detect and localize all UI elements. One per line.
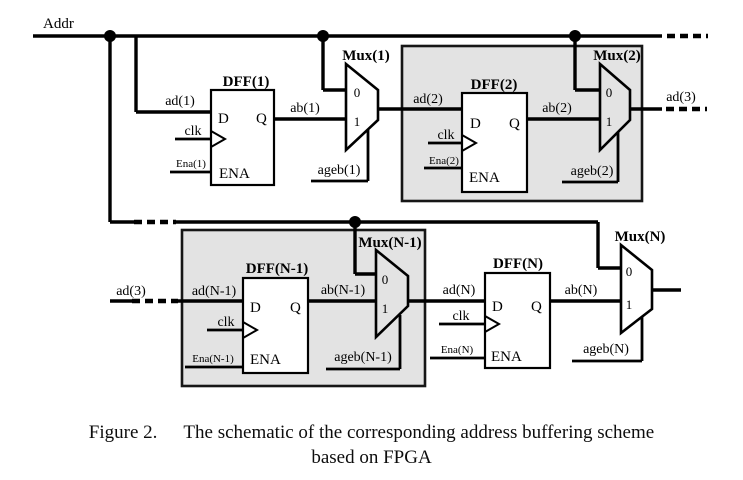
muxN1-input1-label: 1 (382, 301, 389, 316)
muxN-label: Mux(N) (615, 229, 666, 245)
dffN1-box (241, 276, 310, 375)
clkN-label: clk (452, 309, 469, 324)
ad2-label: ad(2) (413, 92, 443, 107)
dffN-q-port: Q (531, 299, 542, 315)
dffN-d-port: D (492, 299, 503, 315)
agebN1-label: ageb(N-1) (334, 350, 392, 365)
clk1-label: clk (184, 124, 201, 139)
dff2-d-port: D (470, 116, 481, 132)
mux1-label: Mux(1) (342, 48, 390, 64)
abN1-label: ab(N-1) (321, 283, 366, 298)
abN-label: ab(N) (565, 283, 598, 298)
muxN-input1-label: 1 (626, 297, 633, 312)
junction-dot-addr (104, 30, 116, 42)
dffN-ena-port: ENA (491, 349, 522, 365)
caption-line1: Figure 2. The schematic of the correspond… (0, 420, 743, 445)
ageb2-label: ageb(2) (571, 164, 614, 179)
clk2-label: clk (437, 128, 454, 143)
dff2-label: DFF(2) (471, 77, 518, 93)
ad1-label: ad(1) (165, 94, 195, 109)
dffN-label: DFF(N) (493, 256, 543, 272)
caption-line2: based on FPGA (311, 447, 432, 469)
enaN1-label: Ena(N-1) (192, 353, 234, 365)
dff2-q-port: Q (509, 116, 520, 132)
muxN-input0-label: 0 (626, 264, 633, 279)
agebN-label: ageb(N) (583, 342, 629, 357)
junction-dot-muxN1 (349, 216, 361, 228)
ab2-label: ab(2) (542, 101, 572, 116)
figure-caption: Figure 2. The schematic of the correspond… (0, 420, 743, 470)
dffN-box (483, 271, 552, 370)
ena2-label: Ena(2) (429, 155, 459, 167)
dffN1-ena-port: ENA (250, 352, 281, 368)
ageb1-label: ageb(1) (318, 163, 361, 178)
dff1-label: DFF(1) (223, 74, 270, 90)
mux2-input0-label: 0 (606, 85, 613, 100)
adN-label: ad(N) (443, 283, 476, 298)
mux1-input0-label: 0 (354, 85, 361, 100)
mux2-shape (598, 61, 632, 154)
dff2-clock-wedge-icon (461, 134, 479, 152)
dff1-clock-wedge-icon (210, 130, 228, 148)
muxN-shape (619, 242, 654, 336)
addr-label: Addr (43, 16, 74, 32)
dff1-d-port: D (218, 111, 229, 127)
figure-number: Figure 2. (88, 422, 158, 443)
dff2-ena-port: ENA (469, 170, 500, 186)
clkN1-label: clk (217, 315, 234, 330)
muxN1-shape (374, 247, 410, 341)
dffN1-label: DFF(N-1) (246, 261, 308, 277)
adN1-label: ad(N-1) (192, 284, 237, 299)
ab1-label: ab(1) (290, 101, 320, 116)
mux2-input1-label: 1 (606, 114, 613, 129)
muxN1-input0-label: 0 (382, 272, 389, 287)
caption-text: The schematic of the corresponding addre… (183, 422, 655, 443)
dffN1-d-port: D (250, 300, 261, 316)
dffN1-q-port: Q (290, 300, 301, 316)
dff2-box (460, 91, 529, 194)
mux1-shape (344, 61, 380, 154)
mux1-input1-label: 1 (354, 114, 361, 129)
muxN1-label: Mux(N-1) (358, 235, 421, 251)
ena1-label: Ena(1) (176, 158, 206, 170)
mux2-label: Mux(2) (593, 48, 641, 64)
junction-dot-mux2 (569, 30, 581, 42)
dffN1-clock-wedge-icon (242, 321, 260, 339)
ad3-in-label: ad(3) (116, 284, 146, 299)
address-buffering-schematic: DFF(1) D Q ENA clk Ena(1) ad(1) ab(1) Mu… (33, 16, 708, 388)
enaN-label: Ena(N) (441, 344, 474, 356)
dffN-clock-wedge-icon (484, 315, 502, 333)
junction-dot-mux1 (317, 30, 329, 42)
dff1-q-port: Q (256, 111, 267, 127)
ad3-out-label: ad(3) (666, 90, 696, 105)
dff1-ena-port: ENA (219, 166, 250, 182)
